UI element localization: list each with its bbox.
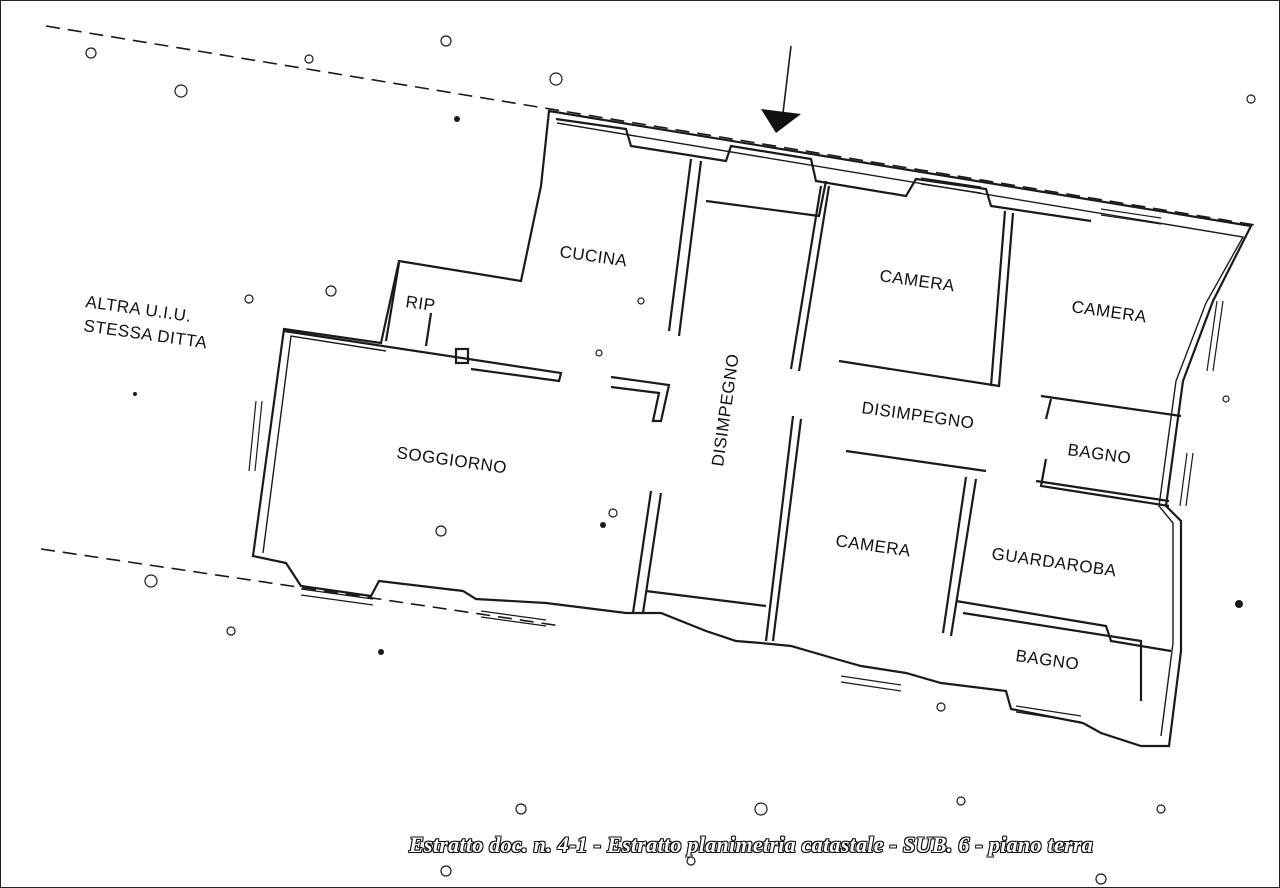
- boundary-line-bottom: [40, 548, 562, 627]
- wall-camera-tl: [838, 210, 1015, 388]
- label-camera-top-left: CAMERA: [878, 266, 956, 295]
- windows: [248, 177, 1224, 723]
- wall-disimpegno-east-lower: [764, 415, 803, 642]
- entrance-arrow-icon: [761, 45, 801, 133]
- column-marker: [454, 347, 470, 365]
- wall-stub-center: [610, 375, 671, 423]
- outer-wall: [251, 109, 1253, 748]
- label-camera-top-right: CAMERA: [1070, 297, 1148, 326]
- label-cucina: CUCINA: [558, 242, 628, 270]
- label-rip: RIP: [404, 292, 436, 315]
- wall-soggiorno-east: [631, 490, 663, 614]
- boundary-line-top: [45, 25, 1262, 227]
- scan-noise-dots: [133, 116, 1243, 846]
- wall-cucina-disimpegno: [667, 158, 703, 337]
- label-bagno-right: BAGNO: [1066, 440, 1132, 468]
- wall-bagno-right: [1035, 458, 1170, 508]
- wall-disimpegno-bottom: [645, 589, 767, 608]
- wall-rip: [384, 262, 433, 347]
- room-labels: CUCINA RIP SOGGIORNO DISIMPEGNO CAMERA C…: [82, 242, 1148, 674]
- label-bagno-bottom: BAGNO: [1014, 646, 1080, 674]
- wall-camera-tr-bottom: [1040, 394, 1182, 420]
- wall-guardaroba-bottom: [955, 599, 1172, 653]
- outer-wall-inner: [556, 122, 1245, 737]
- wall-camera-guardaroba: [941, 476, 978, 637]
- wall-disimpegno-entry: [705, 180, 828, 218]
- wall-cucina-top: [555, 117, 1092, 223]
- document-caption: Estratto doc. n. 4-1 - Estratto planimet…: [409, 832, 1094, 857]
- wall-disimpegno-east-upper: [789, 185, 831, 372]
- south-wall-inner: [262, 335, 387, 554]
- wall-bagno-bottom: [962, 611, 1143, 701]
- label-camera-bottom: CAMERA: [834, 531, 912, 560]
- wall-disimpegno-h-bottom: [845, 449, 987, 473]
- label-soggiorno: SOGGIORNO: [395, 443, 508, 477]
- label-disimpegno-horizontal: DISIMPEGNO: [860, 398, 975, 433]
- wall-soggiorno-north: [283, 329, 563, 383]
- label-disimpegno-vertical: DISIMPEGNO: [708, 352, 743, 467]
- label-guardaroba: GUARDAROBA: [990, 544, 1117, 580]
